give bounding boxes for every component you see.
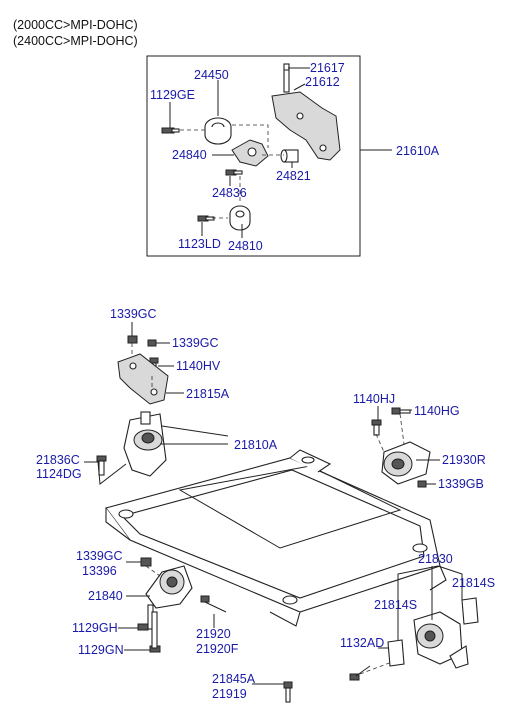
label-21920: 21920 — [196, 627, 231, 641]
tensioner-arm-24840 — [231, 139, 269, 167]
mount-21810A — [123, 411, 167, 477]
stud-21617 — [283, 63, 290, 93]
label-21830: 21830 — [418, 552, 453, 566]
label-1140HV: 1140HV — [176, 359, 221, 373]
mount-21930R — [381, 441, 431, 485]
guide-lower-3 — [375, 433, 385, 453]
pulley-24450 — [204, 117, 232, 145]
guide-lower-6 — [359, 661, 393, 675]
subframe-crossmember — [105, 449, 447, 627]
nut-1339GC-second — [147, 339, 157, 347]
spacer-21814S-left — [387, 639, 405, 667]
guide-lower-4 — [399, 413, 405, 445]
label-1339GB: 1339GB — [438, 477, 484, 491]
pulley-24810 — [229, 205, 251, 231]
engine-spec-2000cc: (2000CC>MPI-DOHC) — [13, 18, 138, 32]
label-13396: 13396 — [82, 564, 117, 578]
mount-21830 — [413, 611, 469, 669]
label-21814S-right: 21814S — [452, 576, 495, 590]
label-24450: 24450 — [194, 68, 229, 82]
label-21610A: 21610A — [396, 144, 440, 158]
nut-1339GC-top — [127, 335, 138, 344]
label-1129GH: 1129GH — [72, 621, 118, 635]
bolt-1123LD — [197, 215, 215, 222]
bolt-1140HJ — [371, 419, 382, 436]
label-21836C: 21836C — [36, 453, 80, 467]
label-21930R: 21930R — [442, 453, 486, 467]
nut-1339GC-lower — [140, 557, 152, 567]
label-21810A: 21810A — [234, 438, 278, 452]
bracket-21815A — [117, 353, 169, 405]
label-21612: 21612 — [305, 75, 340, 89]
label-24836: 24836 — [212, 186, 247, 200]
bolt-1129GN — [149, 611, 161, 653]
bolt-1140HG — [391, 407, 411, 415]
label-1129GN: 1129GN — [78, 643, 124, 657]
label-21919: 21919 — [212, 687, 247, 701]
bracket-21612 — [271, 91, 341, 161]
bolt-1129GE — [161, 127, 180, 134]
guide-upper-1 — [232, 124, 269, 148]
bolt-21836C — [96, 455, 107, 476]
label-1124DG: 1124DG — [36, 467, 82, 481]
label-1123LD: 1123LD — [178, 237, 221, 251]
label-21814S-left: 21814S — [374, 598, 417, 612]
bolt-21845A — [283, 681, 293, 703]
label-1339GC-lower: 1339GC — [76, 549, 123, 563]
label-1140HJ: 1140HJ — [353, 392, 395, 406]
label-1140HG: 1140HG — [414, 404, 460, 418]
assembly-box-21610A — [146, 55, 361, 257]
label-24810: 24810 — [228, 239, 263, 253]
leader-21810A — [160, 425, 229, 445]
guide-lower-5 — [145, 565, 161, 577]
spacer-21814S-right — [461, 597, 479, 625]
label-21845A: 21845A — [212, 672, 256, 686]
mount-21840 — [145, 565, 193, 609]
label-24821: 24821 — [276, 169, 311, 183]
bushing-24821 — [280, 149, 299, 163]
bolt-24836 — [225, 169, 243, 176]
label-21617: 21617 — [310, 61, 345, 75]
label-1129GE: 1129GE — [150, 88, 195, 102]
label-1339GC-top: 1339GC — [110, 307, 157, 321]
label-24840: 24840 — [172, 148, 207, 162]
leader-21830 — [397, 565, 463, 640]
label-21840: 21840 — [88, 589, 123, 603]
bolt-21920 — [200, 595, 227, 613]
label-21815A: 21815A — [186, 387, 230, 401]
leader-21836C — [84, 461, 127, 485]
label-1339GC-second: 1339GC — [172, 336, 219, 350]
nut-1339GB — [417, 480, 427, 488]
label-21920F: 21920F — [196, 642, 239, 656]
label-1132AD: 1132AD — [340, 636, 384, 650]
bolt-1129GH — [137, 604, 154, 631]
engine-spec-2400cc: (2400CC>MPI-DOHC) — [13, 34, 138, 48]
leader-21612 — [293, 83, 306, 91]
bolt-1132AD — [349, 665, 371, 681]
